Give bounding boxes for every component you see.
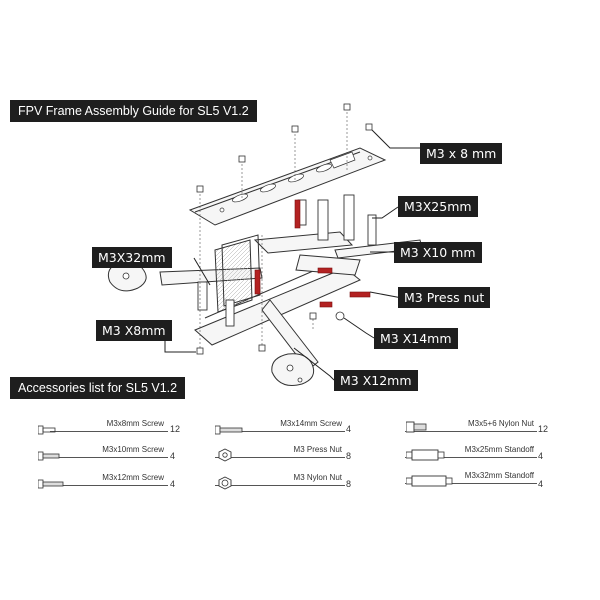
- accessory-qty: 12: [538, 424, 549, 434]
- top-plate-cutouts: [219, 151, 373, 213]
- small-screws: [196, 103, 373, 355]
- threaded-screws: [254, 199, 371, 308]
- accessory-qty: 4: [170, 479, 176, 489]
- accessory-name: M3x25mm Standoff: [464, 445, 534, 454]
- accessory-underline: [405, 431, 537, 432]
- callout-m3-press-nut: M3 Press nut: [398, 287, 491, 308]
- callout-m3x8-left: M3 X8mm: [96, 320, 172, 341]
- callout-m3x12: M3 X12mm: [334, 370, 418, 391]
- accessory-name: M3 Nylon Nut: [293, 473, 342, 482]
- accessory-qty: 12: [170, 424, 181, 434]
- accessories-title: Accessories list for SL5 V1.2: [10, 377, 186, 399]
- long-screw-icon: [38, 479, 64, 489]
- standoff-icon: [406, 449, 445, 461]
- accessory-underline: [215, 457, 345, 458]
- callout-m3x8-top: M3 x 8 mm: [420, 143, 503, 164]
- short-screw-icon: [38, 425, 56, 435]
- accessory-underline: [50, 485, 168, 486]
- accessory-qty: 4: [170, 451, 176, 461]
- accessory-name: M3x8mm Screw: [106, 419, 164, 428]
- accessory-name: M3x5+6 Nylon Nut: [467, 419, 534, 428]
- assembly-guide-title: FPV Frame Assembly Guide for SL5 V1.2: [10, 100, 257, 122]
- accessory-underline: [50, 431, 168, 432]
- accessory-qty: 8: [346, 479, 352, 489]
- accessory-name: M3x12mm Screw: [102, 473, 164, 482]
- long-standoff-icon: [406, 475, 453, 487]
- accessory-name: M3x32mm Standoff: [464, 471, 534, 480]
- nylon-nut-icon: [218, 476, 232, 490]
- nylon-spacer-icon: [406, 421, 427, 433]
- callout-m3x25: M3X25mm: [398, 196, 478, 217]
- screw-guides: [199, 108, 348, 352]
- camera-side-plates: [214, 234, 261, 313]
- long-screw-icon: [215, 425, 243, 435]
- accessory-qty: 4: [538, 479, 544, 489]
- accessory-qty: 4: [346, 424, 352, 434]
- accessory-underline: [405, 483, 537, 484]
- accessory-name: M3 Press Nut: [293, 445, 342, 454]
- accessory-name: M3x14mm Screw: [280, 419, 342, 428]
- accessory-underline: [405, 457, 537, 458]
- screw-icon: [38, 451, 60, 461]
- press-nut-icon: [218, 448, 232, 462]
- callout-m3x10: M3 X10 mm: [394, 242, 482, 263]
- callout-m3x14: M3 X14mm: [374, 328, 458, 349]
- accessory-qty: 4: [538, 451, 544, 461]
- accessory-qty: 8: [346, 451, 352, 461]
- accessory-name: M3x10mm Screw: [102, 445, 164, 454]
- standoffs: [197, 194, 377, 327]
- accessory-underline: [50, 457, 168, 458]
- callout-m3x32: M3X32mm: [92, 247, 172, 268]
- top-plate: [188, 147, 387, 226]
- accessory-underline: [215, 485, 345, 486]
- motor-mount-holes: [122, 272, 303, 383]
- accessory-underline: [215, 431, 345, 432]
